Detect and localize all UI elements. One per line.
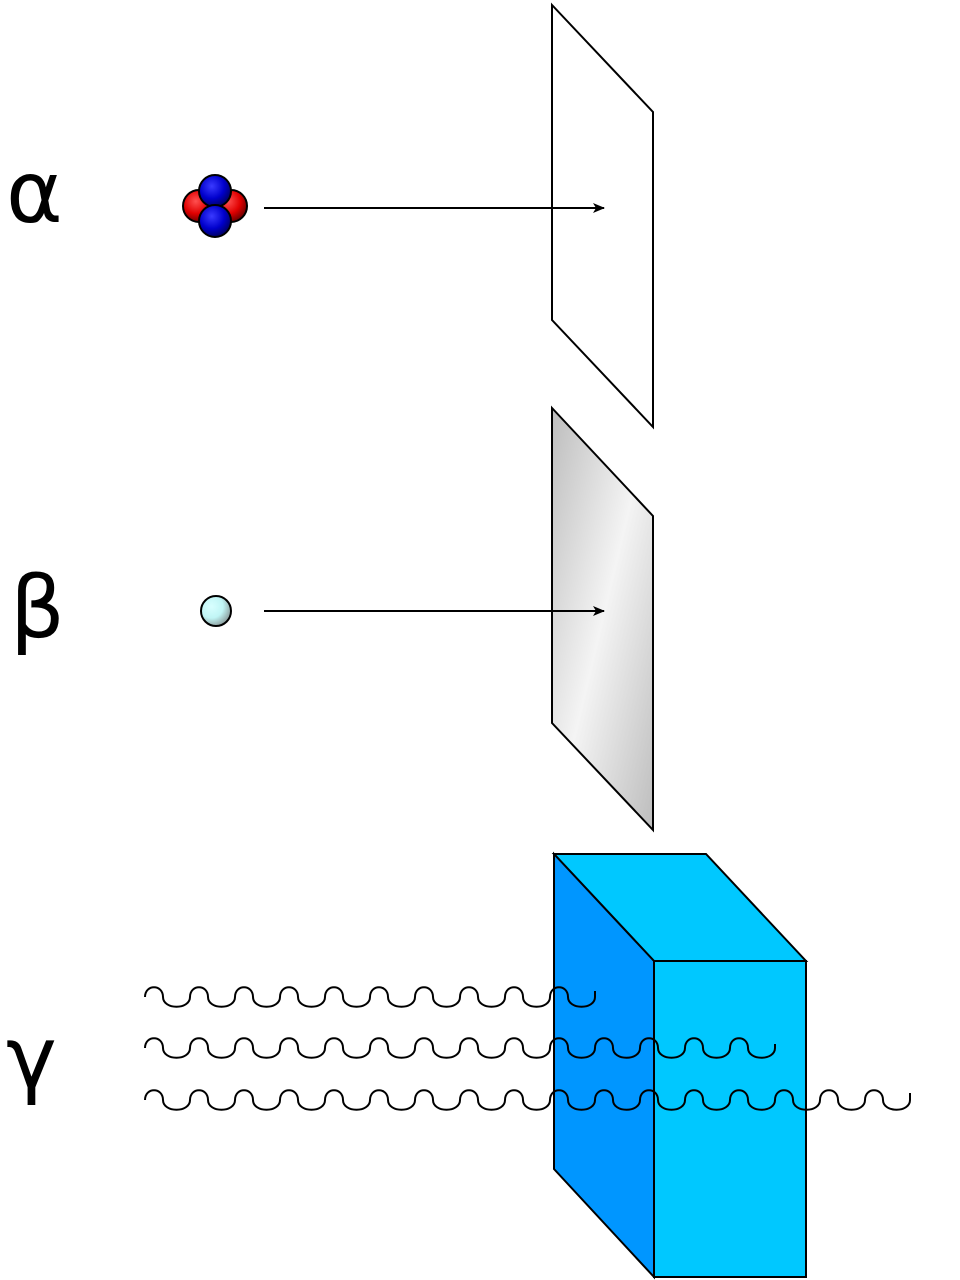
gamma-label: γ	[6, 1008, 57, 1108]
metal-barrier	[551, 405, 654, 833]
gamma-wave-2	[144, 1037, 776, 1059]
electron-icon	[200, 595, 232, 627]
paper-barrier	[551, 2, 654, 430]
neutron-icon	[198, 204, 232, 238]
gamma-wave-1	[144, 986, 596, 1008]
gamma-waves	[144, 986, 912, 1111]
alpha-label: α	[6, 143, 63, 243]
alpha-particle	[182, 174, 248, 238]
gamma-wave-3	[144, 1089, 912, 1111]
block-front-face	[653, 960, 807, 1278]
shield-block	[551, 851, 809, 1280]
neutron-icon	[198, 174, 232, 208]
beta-label: β	[10, 558, 65, 658]
